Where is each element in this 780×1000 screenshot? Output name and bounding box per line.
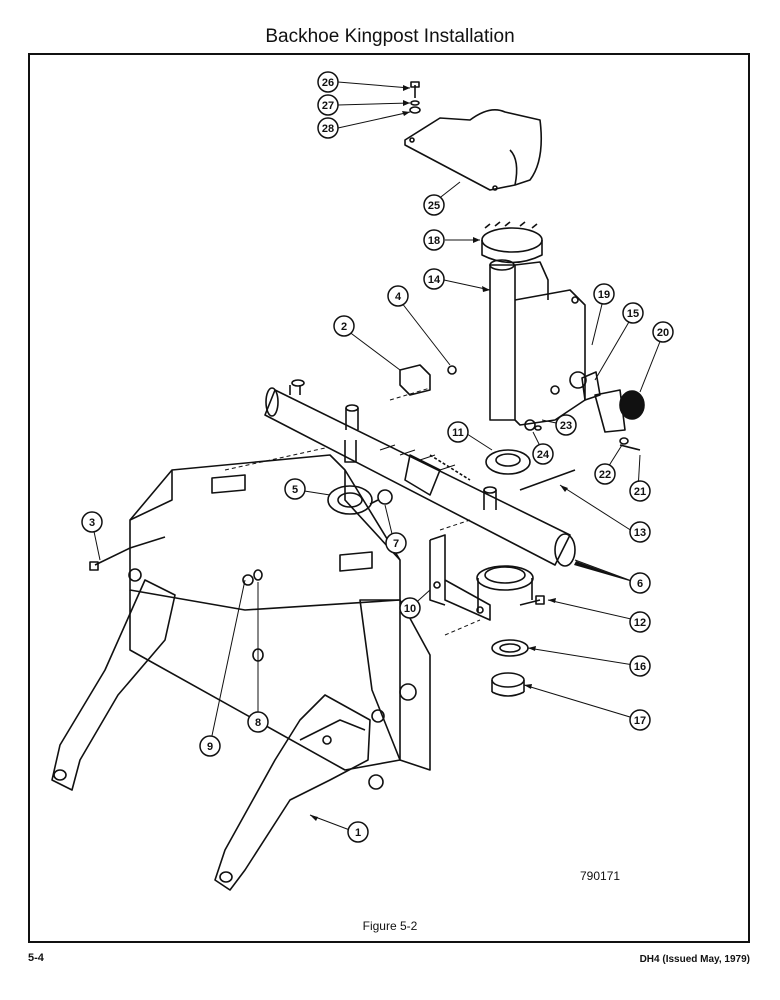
callout-8: 8 [255,717,261,729]
callout-5: 5 [292,484,298,496]
kingpost-14 [489,259,587,426]
clamp-2 [399,364,431,396]
cylinder-assembly [264,379,576,567]
callout-2: 2 [341,321,347,333]
callout-18: 18 [428,235,440,247]
callout-21: 21 [634,486,646,498]
callout-24: 24 [537,449,550,461]
lockwasher-16 [491,639,529,657]
callout-23: 23 [560,420,572,432]
callout-19: 19 [598,289,610,301]
figure-caption: Figure 5-2 [362,919,418,933]
bolt-3 [94,536,166,566]
callout-28: 28 [322,123,334,135]
cover-25 [404,109,543,191]
left-leg [51,579,176,791]
fitting-7 [369,489,393,505]
bushing-17 [491,672,525,697]
callout-7: 7 [393,538,399,550]
page-number: 5-4 [28,952,44,964]
stop-15 [581,371,601,401]
callout-4: 4 [395,291,402,303]
callout-15: 15 [627,308,639,320]
callout-13: 13 [634,527,646,539]
callout-26: 26 [322,77,334,89]
mounting-frame [128,454,417,790]
figure-id: 790171 [580,869,621,883]
callout-3: 3 [89,517,95,529]
callout-11: 11 [452,427,464,439]
washer-28 [409,106,421,114]
bearing-5 [327,485,373,515]
callout-27: 27 [322,100,334,112]
callout-20: 20 [657,327,669,339]
callout-14: 14 [428,274,441,286]
figure-frame [28,53,750,943]
nut-9 [242,574,254,586]
right-leg [214,694,371,891]
callout-6: 6 [637,578,643,590]
callout-12: 12 [634,617,646,629]
gear-18 [481,221,543,264]
callout-16: 16 [634,661,646,673]
bolt-13 [519,469,576,491]
bracket-10 [429,534,534,621]
washer-22 [619,437,629,445]
callout-1: 1 [355,827,361,839]
callout-22: 22 [599,469,611,481]
callout-25: 25 [428,200,440,212]
document-reference: DH4 (Issued May, 1979) [639,954,750,965]
bearing-11 [485,449,531,475]
callout-17: 17 [634,715,646,727]
washer-8 [253,569,263,581]
callout-10: 10 [404,603,416,615]
page-title: Backhoe Kingpost Installation [265,26,515,47]
nut-23 [524,419,536,431]
washer-27 [410,100,420,106]
callout-9: 9 [207,741,213,753]
cap-20 [594,389,645,433]
washer-24 [534,425,542,431]
fitting-4 [447,365,457,375]
screw-21 [619,444,641,451]
